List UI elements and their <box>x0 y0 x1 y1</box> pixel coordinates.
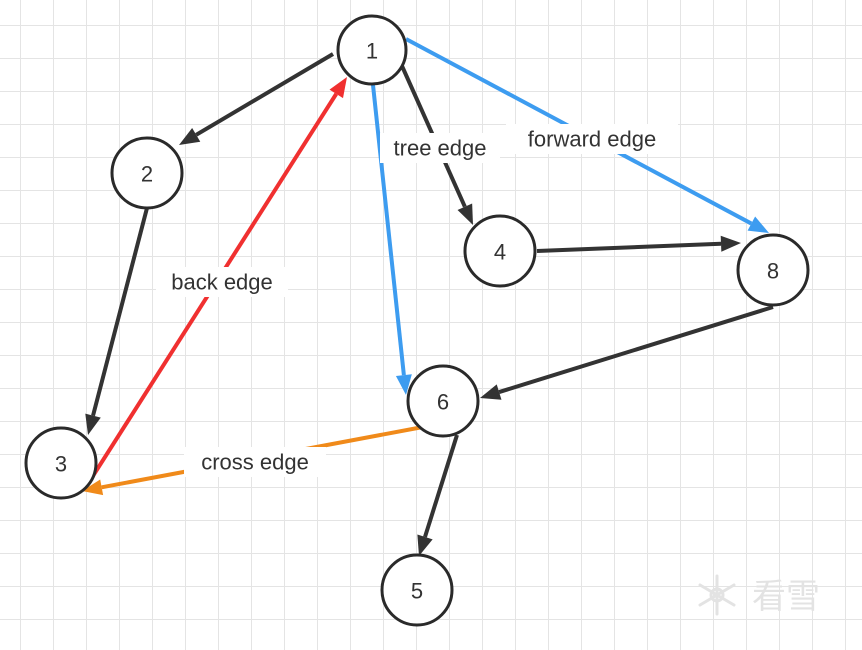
arrowhead <box>82 479 104 496</box>
tree-edge-label: tree edge <box>394 136 487 161</box>
forward-edge-label: forward edge <box>528 127 656 152</box>
arrowhead <box>179 127 201 145</box>
node-6-label: 6 <box>437 390 449 415</box>
node-6: 6 <box>406 364 480 438</box>
edge-line <box>195 52 335 137</box>
forward-edge-1-to-6 <box>371 84 412 395</box>
node-4-label: 4 <box>494 240 506 265</box>
node-1-label: 1 <box>366 39 378 64</box>
tree-edge-1-to-2 <box>179 52 335 145</box>
arrowhead <box>417 534 433 556</box>
node-5: 5 <box>380 553 454 627</box>
edge-labels: tree edge forward edge back edge cross e… <box>156 124 678 477</box>
tree-edge-label-group: tree edge <box>380 133 500 163</box>
node-8: 8 <box>736 233 810 307</box>
arrowhead <box>480 384 502 400</box>
tree-edge-8-to-6 <box>480 305 774 400</box>
arrowhead <box>457 203 473 225</box>
node-2: 2 <box>110 136 184 210</box>
node-3-label: 3 <box>55 452 67 477</box>
edge-line <box>536 241 722 253</box>
arrowhead <box>395 374 412 395</box>
arrowhead <box>747 216 769 233</box>
node-2-label: 2 <box>141 162 153 187</box>
tree-edge-2-to-3 <box>85 207 149 435</box>
node-8-label: 8 <box>767 259 779 284</box>
node-4: 4 <box>463 214 537 288</box>
arrowhead <box>329 77 347 99</box>
edge-line <box>371 84 406 376</box>
node-3: 3 <box>24 426 98 500</box>
cross-edge-label: cross edge <box>201 450 309 475</box>
forward-edge-label-group: forward edge <box>506 124 678 154</box>
node-1: 1 <box>336 14 408 86</box>
node-5-label: 5 <box>411 579 423 604</box>
edges-layer <box>82 37 774 556</box>
edge-line <box>423 434 459 538</box>
cross-edge-label-group: cross edge <box>184 447 326 477</box>
tree-edge-6-to-5 <box>417 434 459 556</box>
back-edge-label: back edge <box>171 270 273 295</box>
arrowhead <box>85 413 101 435</box>
watermark: 看雪 <box>698 574 820 617</box>
arrowhead <box>720 235 741 252</box>
watermark-text: 看雪 <box>752 577 820 617</box>
edge-line <box>91 207 149 417</box>
edge-line <box>498 305 774 394</box>
nodes-layer: 1 2 3 4 5 6 8 <box>24 14 810 627</box>
tree-edge-4-to-8 <box>536 235 741 253</box>
snowflake-icon <box>698 574 736 616</box>
back-edge-label-group: back edge <box>156 267 288 297</box>
